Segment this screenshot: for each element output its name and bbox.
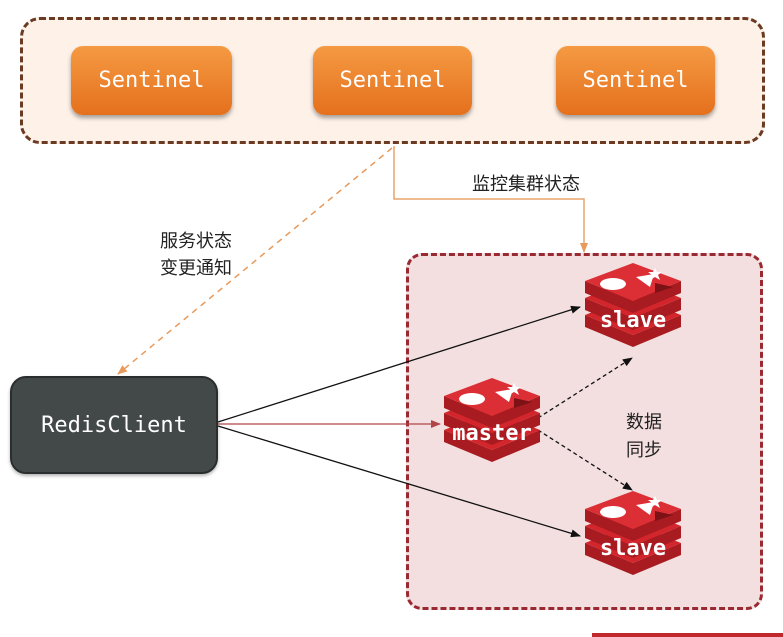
slave-label: slave [599,308,667,333]
redis-master-node[interactable]: master [440,378,544,470]
redis-logo-icon [585,263,681,347]
notify-label-line1: 服务状态 [160,231,232,252]
sentinel-label: Sentinel [582,68,689,93]
notify-arrow [117,147,393,375]
client-label: RedisClient [41,412,187,438]
sync-arrow-slave1 [537,357,633,419]
client-to-slave2-arrow [217,425,581,538]
sentinel-node-1[interactable]: Sentinel [71,46,232,115]
bottom-accent-bar [592,633,783,637]
master-label: master [452,421,532,446]
slave-label: slave [599,536,667,561]
sync-label-line2: 同步 [626,440,662,461]
client-to-slave1-arrow [217,305,581,423]
sentinel-label: Sentinel [98,68,205,93]
sync-label-line1: 数据 [626,412,662,433]
sentinel-label: Sentinel [339,68,446,93]
monitor-arrow [393,146,588,253]
redis-slave-node-2[interactable]: slave [581,491,685,583]
redis-logo-icon [585,491,681,575]
sentinel-node-2[interactable]: Sentinel [313,46,472,115]
redis-logo-icon [444,378,540,462]
notify-label-line2: 变更通知 [160,258,232,279]
sentinel-node-3[interactable]: Sentinel [556,46,715,115]
monitor-label: 监控集群状态 [472,174,580,195]
redis-slave-node-1[interactable]: slave [581,263,685,355]
sync-arrow-slave2 [537,429,633,491]
redis-client-box[interactable]: RedisClient [10,376,218,474]
